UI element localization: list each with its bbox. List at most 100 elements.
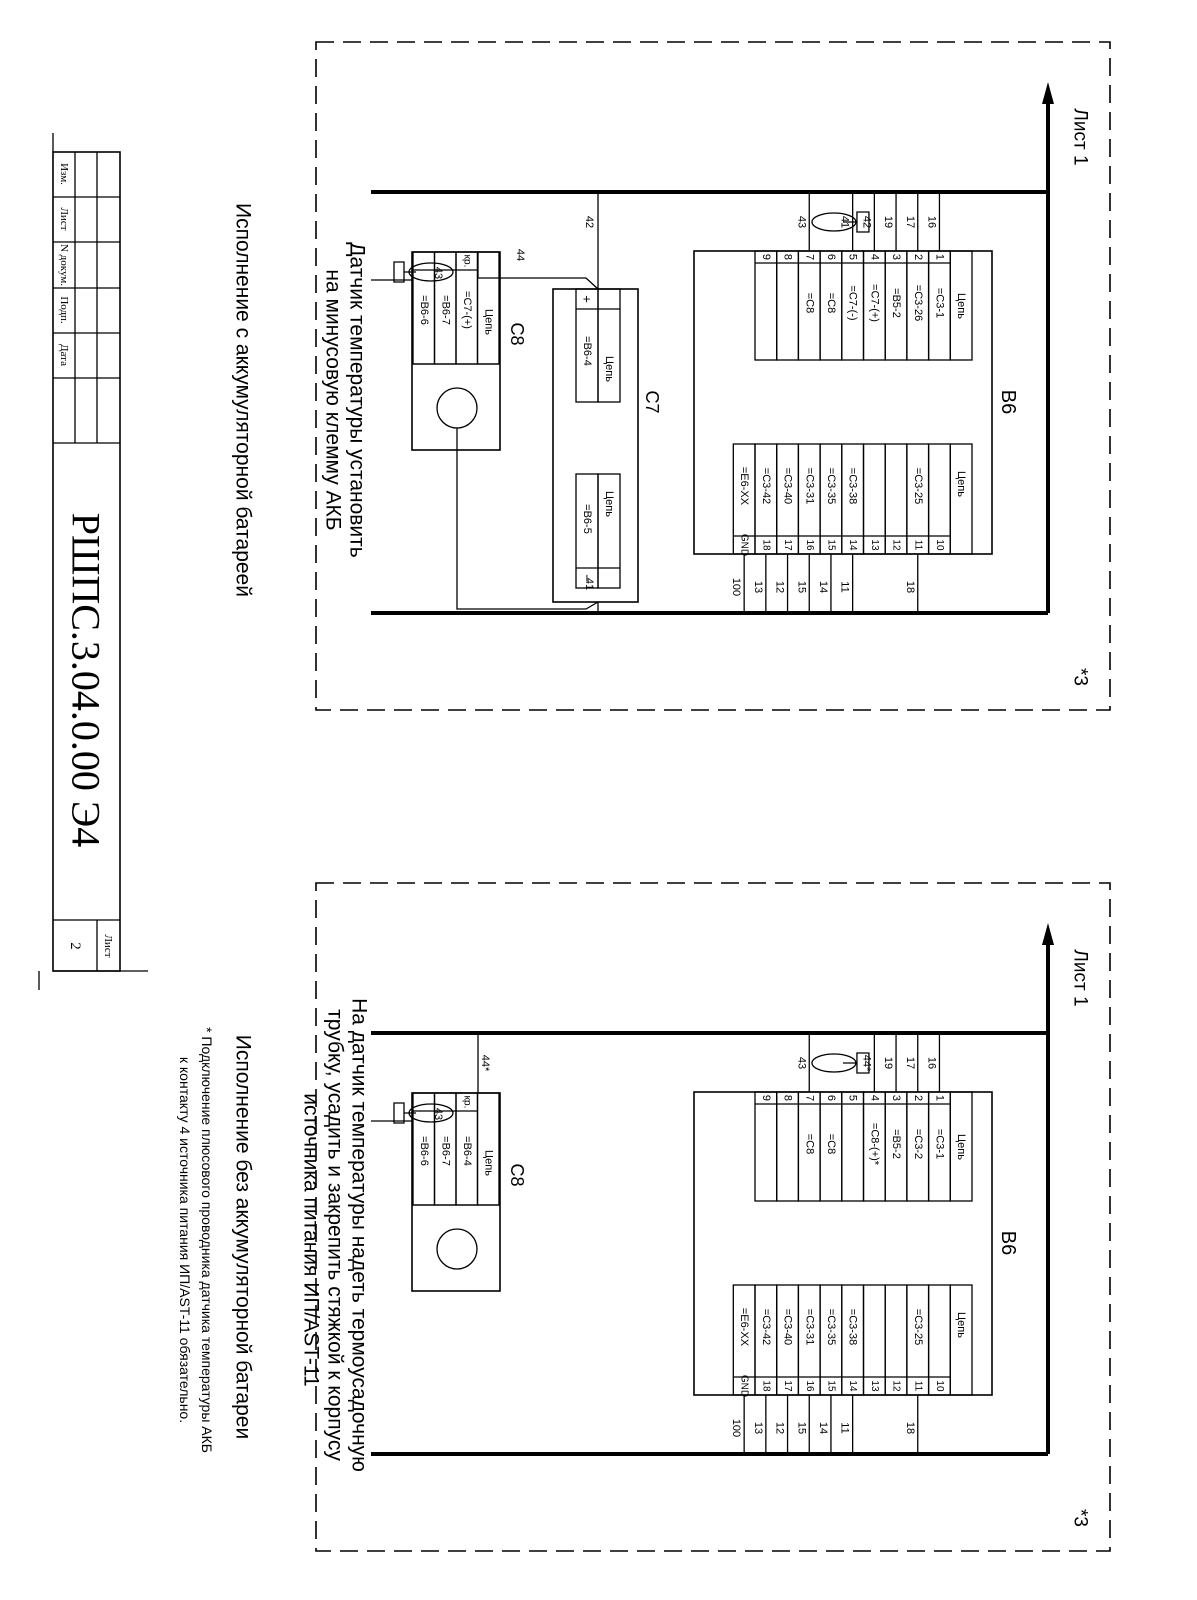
b6-chain: =C3-1	[933, 1129, 945, 1159]
c8-chain: =C7-(+)	[461, 291, 473, 329]
c8-pin: кр.	[461, 1096, 472, 1109]
b6-pin-number: 13	[869, 539, 880, 551]
variant-without-battery: Лист 1*3B6ЦепьЦепь1=C3-1162=C3-2173=B5-2…	[315, 882, 1111, 1552]
sheet-reference: Лист 1	[1070, 949, 1091, 1006]
b6-chain: =B5-2	[890, 288, 902, 318]
footnote-line1: * Подключение плюсового проводника датчи…	[199, 1027, 215, 1453]
wire-number: 17	[904, 1057, 916, 1069]
title-column-2: N докум.	[58, 244, 70, 286]
b6-block	[693, 250, 993, 555]
document-code: РШПС.3.04.0.00 Э4	[64, 513, 109, 848]
b6-pin-number: 5	[847, 254, 859, 260]
b6-block	[693, 1091, 993, 1396]
diagram-root: Лист 1*3B6ЦепьЦепь1=C3-1162=C3-26173=B5-…	[38, 41, 1111, 1552]
wire-number: 19	[882, 1057, 894, 1069]
wire-number: 15	[795, 581, 807, 593]
ground-icon	[842, 211, 870, 233]
ground-icon	[842, 1052, 870, 1074]
sheet-number: 2	[67, 942, 83, 950]
b6-pin-number: 9	[760, 1095, 772, 1101]
b6-chain: =C3-26	[912, 285, 924, 321]
b6-chain: =C3-42	[760, 468, 772, 504]
title-column-1: Лист	[58, 207, 70, 230]
wire-number: 18	[904, 1422, 916, 1434]
c7-plus-chain: =B6-4	[581, 336, 593, 366]
b6-right-header: Цепь	[955, 471, 967, 497]
wire-number: 42	[860, 216, 872, 228]
c7-header: Цепь	[603, 491, 615, 517]
b6-pin-number: 6	[825, 1095, 837, 1101]
b6-pin-number: 4	[868, 1095, 880, 1101]
b6-pin-number: 12	[891, 539, 902, 551]
b6-pin-number: GND	[739, 1375, 750, 1397]
b6-left-row	[754, 250, 778, 361]
b6-chain: =C3-38	[847, 468, 859, 504]
wire-number: 18	[904, 581, 916, 593]
b6-pin-number: 1	[933, 1095, 945, 1101]
b6-chain: =C3-35	[825, 1309, 837, 1345]
b6-chain: =C8	[803, 293, 815, 314]
title-column-3: Подп.	[58, 296, 70, 324]
b6-chain: =C3-31	[803, 468, 815, 504]
title-column-0: Изм.	[58, 163, 70, 185]
c8-chain: =B6-4	[461, 1136, 473, 1166]
wire-number: 44*	[860, 1055, 872, 1072]
b6-pin-number: 3	[890, 254, 902, 260]
wire-number: 13	[752, 1422, 764, 1434]
b6-chain: =C8	[825, 293, 837, 314]
b6-pin-number: 8	[782, 1095, 794, 1101]
b6-pin-number: 2	[912, 254, 924, 260]
b6-pin-number: 15	[825, 539, 836, 551]
b6-pin-number: 4	[868, 254, 880, 260]
b6-pin-number: 18	[760, 1380, 771, 1392]
b6-pin-number: 3	[890, 1095, 902, 1101]
c8-row	[412, 1092, 436, 1206]
b6-chain: =C3-40	[782, 468, 794, 504]
b6-pin-number: 12	[891, 1380, 902, 1392]
b6-pin-number: 8	[782, 254, 794, 260]
marker-note: *3	[1070, 1509, 1091, 1527]
install-note-line3: источника питания ИП/AST-11	[300, 1093, 323, 1386]
wire-number: 43	[432, 1108, 444, 1120]
ground-icon	[393, 261, 416, 283]
b6-chain: =C7-(+)	[868, 284, 880, 322]
wire-number: 41	[583, 578, 595, 590]
b6-label: B6	[997, 390, 1019, 414]
b6-pin-number: 7	[803, 254, 815, 260]
c8-label: C8	[507, 322, 527, 345]
b6-pin-number: 6	[825, 254, 837, 260]
sheet-label: Лист	[102, 934, 114, 957]
b6-left-header: Цепь	[955, 1134, 967, 1160]
wire-number: 17	[904, 216, 916, 228]
wire-number: 13	[752, 581, 764, 593]
variant-caption: Исполнение с аккумуляторной батареей	[232, 203, 255, 597]
b6-chain: =C7-(-)	[847, 285, 859, 320]
marker-note: *3	[1070, 668, 1091, 686]
c8-label: C8	[507, 1163, 527, 1186]
b6-pin-number: 2	[912, 1095, 924, 1101]
sensor-body-icon	[436, 1228, 478, 1270]
wire-number: 16	[925, 1057, 937, 1069]
wire-number: 100	[730, 1419, 742, 1437]
wire-number: 16	[925, 216, 937, 228]
b6-chain: =C3-35	[825, 468, 837, 504]
b6-chain: =C3-38	[847, 1309, 859, 1345]
c8-chain: =B6-7	[439, 295, 451, 325]
wire-number: 43	[795, 216, 807, 228]
b6-pin-number: 10	[934, 1380, 945, 1392]
footnote-line2: к контакту 4 источника питания ИП/AST-11…	[177, 1057, 193, 1423]
b6-chain: =C3-25	[912, 468, 924, 504]
b6-chain: =C3-2	[912, 1129, 924, 1159]
b6-pin-number: 18	[760, 539, 771, 551]
c7-minus-row	[575, 473, 599, 589]
c7-plus-pin: +	[580, 295, 595, 303]
b6-pin-number: 11	[912, 1381, 923, 1392]
b6-pin-number: 11	[912, 540, 923, 551]
b6-pin-number: 13	[869, 1380, 880, 1392]
wire-number: 11	[839, 581, 851, 592]
wire-number: 19	[882, 216, 894, 228]
b6-pin-number: 1	[933, 254, 945, 260]
wire-number: 11	[839, 1422, 851, 1433]
